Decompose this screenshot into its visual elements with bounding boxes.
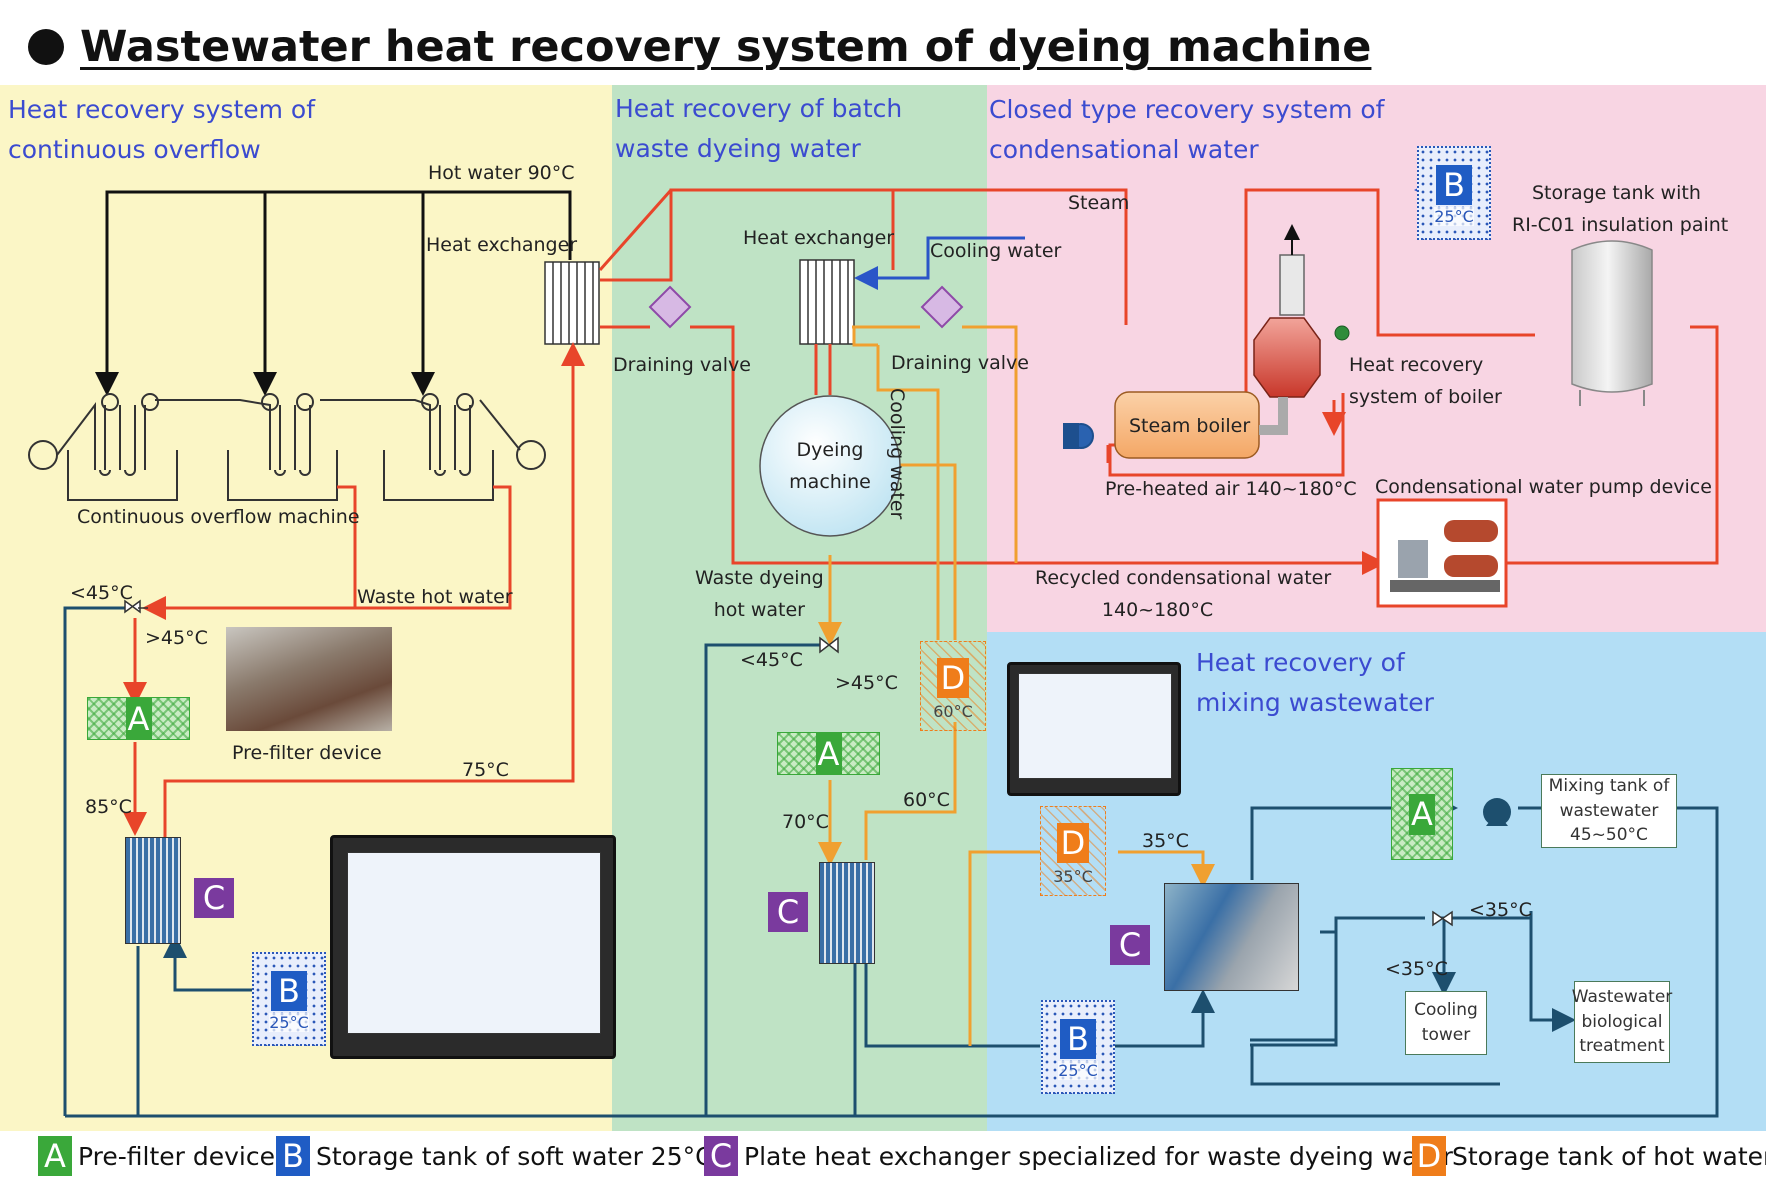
label-35c: 35°C bbox=[1142, 830, 1189, 852]
batch-red-pipes bbox=[600, 325, 1386, 575]
mixing-valve bbox=[1432, 910, 1453, 927]
plate-exchanger-left bbox=[125, 837, 181, 944]
monitor-display-top bbox=[1018, 673, 1172, 779]
three-way-valve-mid bbox=[819, 636, 839, 654]
label-lt35-a: <35°C bbox=[1469, 899, 1532, 921]
prefilter-tag-left: A bbox=[87, 697, 190, 740]
draining-valve-graphics bbox=[648, 285, 964, 329]
heat-recovery-unit-graphic bbox=[1253, 224, 1350, 435]
mixing-orange-pipes bbox=[968, 850, 1215, 1046]
label-gt45-mid: >45°C bbox=[835, 672, 898, 694]
legend-b-box: B bbox=[276, 1136, 310, 1176]
label-pre-filter-device: Pre-filter device bbox=[232, 742, 382, 764]
batch-orange-pipes bbox=[818, 325, 1018, 866]
monitor-display-left bbox=[347, 852, 601, 1034]
steam-red-pipe bbox=[598, 188, 1128, 325]
plate-exchanger-tag-left: C bbox=[194, 878, 234, 918]
pump-icon-graphic bbox=[1483, 798, 1511, 826]
cooling-water-blue-pipe bbox=[854, 236, 1025, 290]
batch-cold-pipes bbox=[704, 643, 1040, 1116]
label-lt35-b: <35°C bbox=[1385, 958, 1448, 980]
label-heat-exchanger-2: Heat exchanger bbox=[743, 227, 895, 249]
plate-exchanger-mid bbox=[819, 862, 875, 964]
storage-tank-graphic bbox=[1571, 240, 1653, 406]
label-cooling-water-top: Cooling water bbox=[930, 240, 1062, 262]
plate-exchanger-tag-mixing: C bbox=[1110, 925, 1150, 965]
continuous-overflow-machine bbox=[28, 393, 546, 501]
legend-d-box: D bbox=[1412, 1136, 1446, 1176]
label-condensational-pump: Condensational water pump device bbox=[1375, 476, 1712, 498]
label-steam: Steam bbox=[1068, 192, 1130, 214]
label-draining-valve-1: Draining valve bbox=[613, 354, 751, 376]
label-steam-boiler: Steam boiler bbox=[1129, 415, 1251, 437]
label-lt45-left: <45°C bbox=[70, 582, 133, 604]
label-70c: 70°C bbox=[782, 811, 829, 833]
label-85c: 85°C bbox=[85, 796, 132, 818]
dyeing-machine-graphic bbox=[759, 395, 901, 537]
three-way-valve-left bbox=[124, 599, 148, 614]
label-75c: 75°C bbox=[462, 759, 509, 781]
heat-exchanger-1-graphic bbox=[544, 261, 600, 345]
label-gt45-left: >45°C bbox=[145, 627, 208, 649]
mixing-heat-exchanger-photo bbox=[1164, 883, 1299, 991]
label-waste-hot-water: Waste hot water bbox=[357, 586, 513, 608]
monitor-screen-left bbox=[330, 835, 616, 1059]
waste-hot-water-pipe bbox=[123, 342, 585, 857]
hot-water-header-pipe bbox=[95, 190, 572, 396]
cold-return-pipe-left bbox=[63, 606, 255, 1116]
legend-c-box: C bbox=[704, 1136, 738, 1176]
label-cooling-water-vertical: Cooling water bbox=[885, 388, 908, 520]
label-lt45-mid: <45°C bbox=[740, 649, 803, 671]
prefilter-tag-mid: A bbox=[777, 732, 880, 775]
label-draining-valve-2: Draining valve bbox=[891, 352, 1029, 374]
plate-exchanger-tag-mid: C bbox=[768, 892, 808, 932]
prefilter-tag-mixing: A bbox=[1391, 768, 1453, 860]
boiler-fan-graphic bbox=[1063, 423, 1094, 449]
legend-a-box: A bbox=[38, 1136, 72, 1176]
condensational-red-pipes bbox=[1106, 188, 1719, 565]
page-title: Wastewater heat recovery system of dyein… bbox=[28, 22, 1371, 72]
label-hot-water-90: Hot water 90°C bbox=[428, 162, 575, 184]
pre-filter-photo bbox=[226, 627, 392, 731]
monitor-screen-top bbox=[1007, 662, 1181, 796]
heat-exchanger-2-graphic bbox=[799, 259, 855, 345]
mixing-cold-pipes bbox=[65, 796, 1719, 1118]
label-preheated-air: Pre-heated air 140~180°C bbox=[1105, 478, 1357, 500]
bullet-icon bbox=[28, 29, 64, 65]
label-heat-exchanger-1: Heat exchanger bbox=[426, 234, 578, 256]
label-60c: 60°C bbox=[903, 789, 950, 811]
label-continuous-overflow-machine: Continuous overflow machine bbox=[77, 506, 360, 528]
condensational-pump-device-graphic bbox=[1376, 498, 1508, 608]
